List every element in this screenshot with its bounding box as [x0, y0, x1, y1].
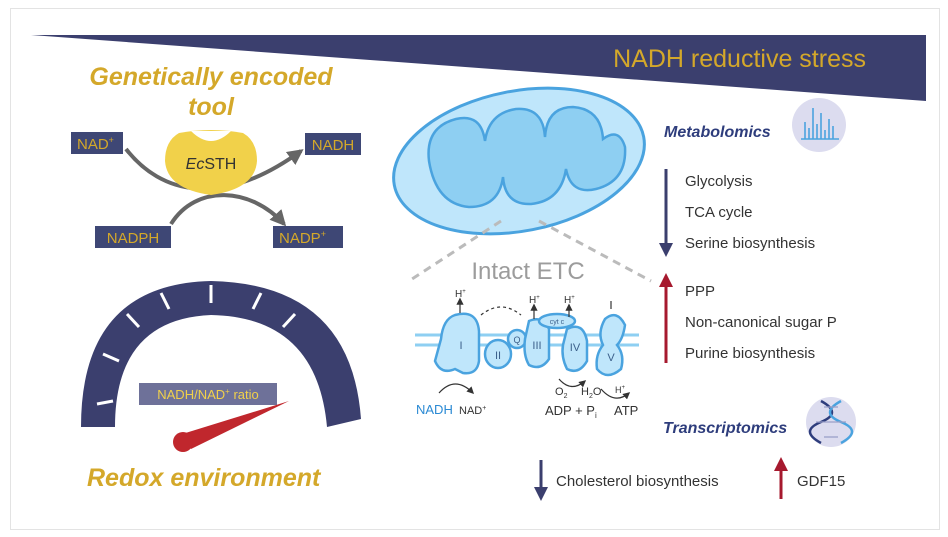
complex-v: [595, 313, 627, 377]
h-plus-label-2: H+: [529, 295, 540, 306]
transcriptomics-title: Transcriptomics: [663, 420, 787, 437]
tool-title-line1: Genetically encoded: [89, 63, 333, 91]
complex-label-v: V: [607, 352, 615, 364]
complex-ii: [483, 338, 513, 370]
proton-labels: H+ H+ H+: [455, 289, 575, 306]
etc-o2-label: O2: [555, 386, 568, 400]
h-plus-label-3: H+: [564, 295, 575, 306]
enzyme-notch: [191, 131, 231, 141]
transcript-up-arrow: [774, 457, 788, 499]
zoom-line-left: [408, 219, 502, 283]
metabolomics-title: Metabolomics: [664, 124, 771, 141]
svg-text:NADPH: NADPH: [107, 230, 160, 247]
redox-gauge: [81, 281, 361, 427]
metabolomics-up-arrow: [659, 273, 673, 363]
svg-text:NAD+: NAD+: [77, 135, 114, 153]
svg-text:NADH/NAD+ ratio: NADH/NAD+ ratio: [157, 387, 258, 402]
atp-synthesis-arrow: [600, 388, 631, 400]
label-nadph: NADPH: [95, 226, 171, 248]
label-nadh: NADH: [305, 133, 361, 155]
ratio-label: NADH/NAD+ ratio: [139, 383, 277, 405]
metabolite-up-sugar-p: Non-canonical sugar P: [685, 314, 837, 331]
banner-title: NADH reductive stress: [613, 45, 866, 73]
metabolomics-down-arrow: [659, 169, 673, 257]
dna-icon: [806, 397, 856, 447]
etc-adp-label: ADP + Pi: [545, 403, 597, 420]
complex-label-q: Q: [513, 335, 520, 345]
redox-title: Redox environment: [87, 464, 322, 492]
graphical-abstract: NADH reductive stress Genetically encode…: [31, 35, 926, 501]
complex-label-i: I: [459, 340, 462, 352]
complex-iv: [561, 325, 589, 372]
mitochondrion: [392, 86, 646, 236]
transcript-down-cholesterol: Cholesterol biosynthesis: [556, 473, 719, 490]
transcript-down-arrow: [534, 460, 548, 501]
enzyme-label: EcSTH: [186, 156, 237, 173]
metabolite-down-tca: TCA cycle: [685, 204, 753, 221]
metabolite-down-serine: Serine biosynthesis: [685, 235, 815, 252]
etc-h-plus-atp-label: H+: [615, 385, 626, 395]
etc-title: Intact ETC: [471, 258, 584, 285]
etc-h2o-label: H2O: [581, 386, 602, 400]
tool-title-line2: tool: [188, 93, 235, 121]
etc-complex-labels: I II Q III cyt c IV V: [459, 319, 615, 364]
svg-text:NADH: NADH: [312, 137, 355, 154]
reaction-arrow-nadph: [169, 193, 287, 227]
transcript-up-gdf15: GDF15: [797, 473, 845, 490]
banner-wedge: [31, 35, 926, 101]
etc-complexes: [433, 312, 627, 377]
etc-nad-plus-label: NAD+: [459, 405, 486, 417]
complex-label-ii: II: [495, 350, 501, 362]
etc-atp-label: ATP: [614, 403, 638, 418]
complex-i: [433, 312, 481, 375]
label-nadp-plus: NADP+: [273, 226, 343, 248]
zoom-line-right: [538, 219, 652, 283]
svg-text:NADP+: NADP+: [279, 229, 326, 247]
complex-cyt-c: [537, 312, 577, 330]
oxygen-reduction-arrow: [558, 378, 587, 388]
figure-frame: NADH reductive stress Genetically encode…: [10, 8, 940, 530]
etc-nadh-label: NADH: [416, 402, 453, 417]
label-nad-plus: NAD+: [71, 132, 123, 154]
complex-label-iii: III: [532, 340, 541, 352]
complex-label-iv: IV: [570, 342, 581, 354]
metabolite-up-ppp: PPP: [685, 283, 715, 300]
metabolite-up-purine: Purine biosynthesis: [685, 345, 815, 362]
proton-arrows: [456, 297, 612, 319]
complex-label-cyt-c: cyt c: [550, 319, 565, 326]
mass-spec-icon: [792, 98, 846, 152]
gauge-needle: [173, 401, 289, 452]
nadh-oxidation-arrow: [438, 383, 475, 395]
h-plus-label-1: H+: [455, 289, 466, 300]
enzyme-shape: [165, 130, 257, 195]
metabolite-down-glycolysis: Glycolysis: [685, 173, 753, 190]
